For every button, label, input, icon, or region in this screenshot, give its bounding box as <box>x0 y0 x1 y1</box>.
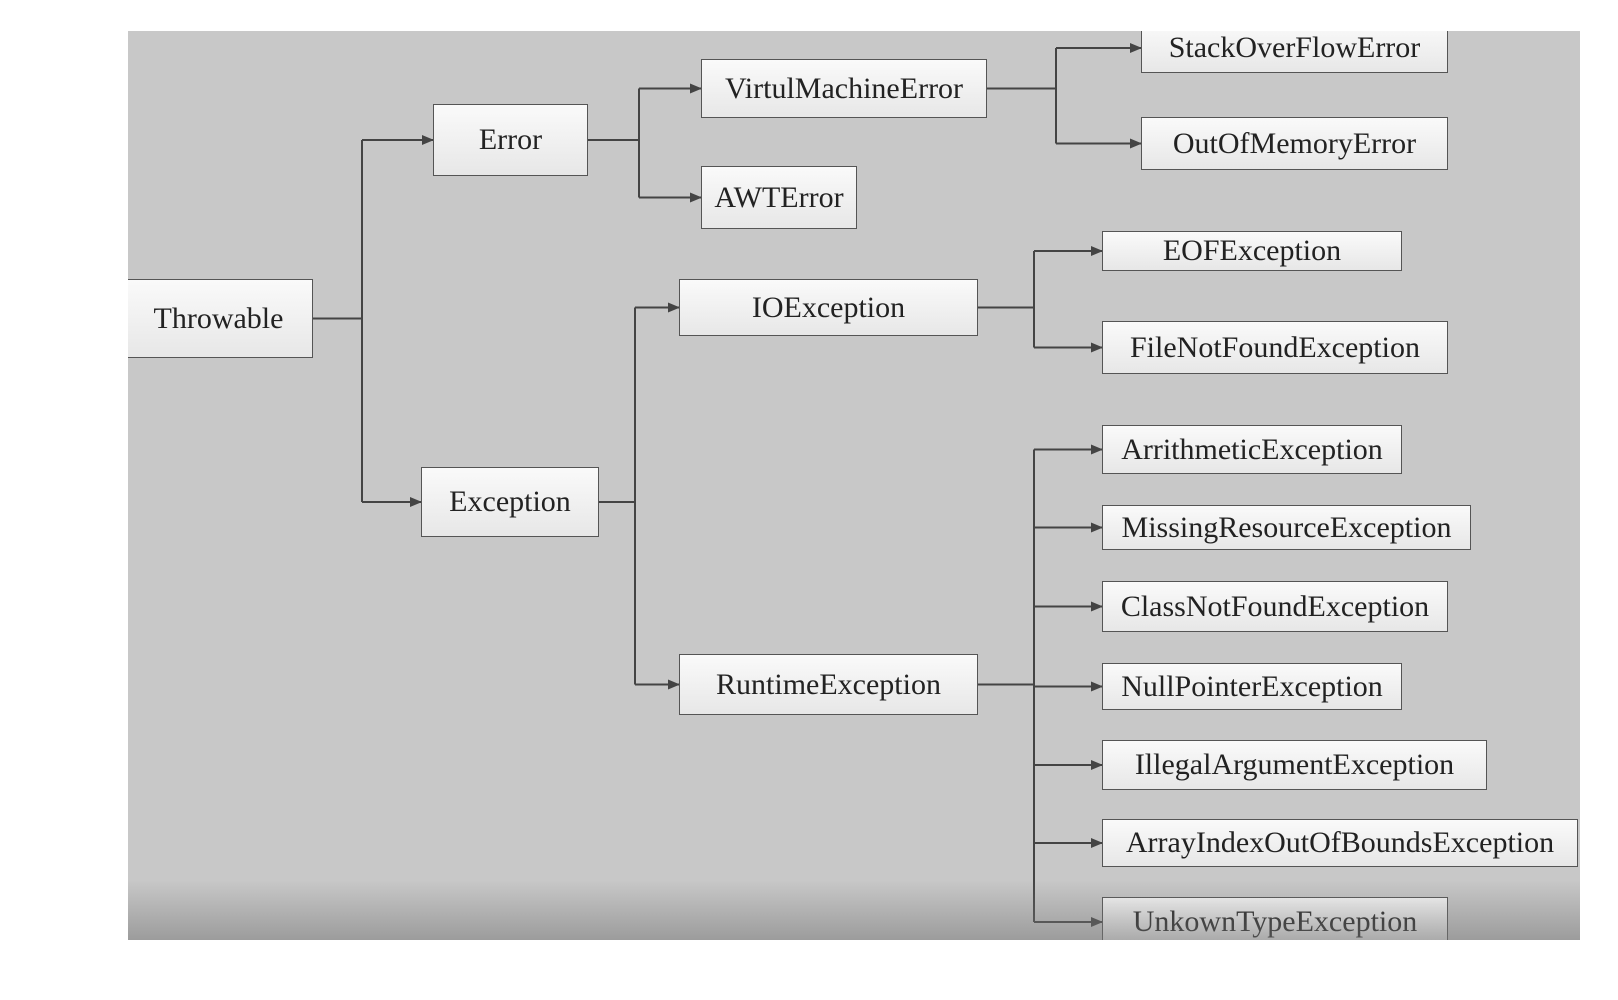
node-awt-error: AWTError <box>701 166 857 229</box>
node-illegal-argument-exception: IllegalArgumentException <box>1102 740 1487 790</box>
node-io-exception: IOException <box>679 279 978 336</box>
node-throwable: Throwable <box>128 279 313 358</box>
node-class-not-found-exception: ClassNotFoundException <box>1102 581 1448 632</box>
node-arithmetic-exception: ArrithmeticException <box>1102 425 1402 474</box>
node-runtime-exception: RuntimeException <box>679 654 978 715</box>
node-eof-exception: EOFException <box>1102 231 1402 271</box>
node-out-of-memory-error: OutOfMemoryError <box>1141 117 1448 170</box>
exception-hierarchy-diagram: Throwable Error Exception VirtulMachineE… <box>128 31 1580 940</box>
node-virtual-machine-error: VirtulMachineError <box>701 59 987 118</box>
node-error: Error <box>433 104 588 176</box>
node-file-not-found-exception: FileNotFoundException <box>1102 321 1448 374</box>
node-missing-resource-exception: MissingResourceException <box>1102 505 1471 550</box>
node-unknown-type-exception: UnkownTypeException <box>1102 897 1448 940</box>
node-array-index-out-of-bounds-exception: ArrayIndexOutOfBoundsException <box>1102 819 1578 867</box>
node-exception: Exception <box>421 467 599 537</box>
node-stack-overflow-error: StackOverFlowError <box>1141 31 1448 73</box>
connector-layer <box>313 43 1142 927</box>
node-null-pointer-exception: NullPointerException <box>1102 663 1402 710</box>
